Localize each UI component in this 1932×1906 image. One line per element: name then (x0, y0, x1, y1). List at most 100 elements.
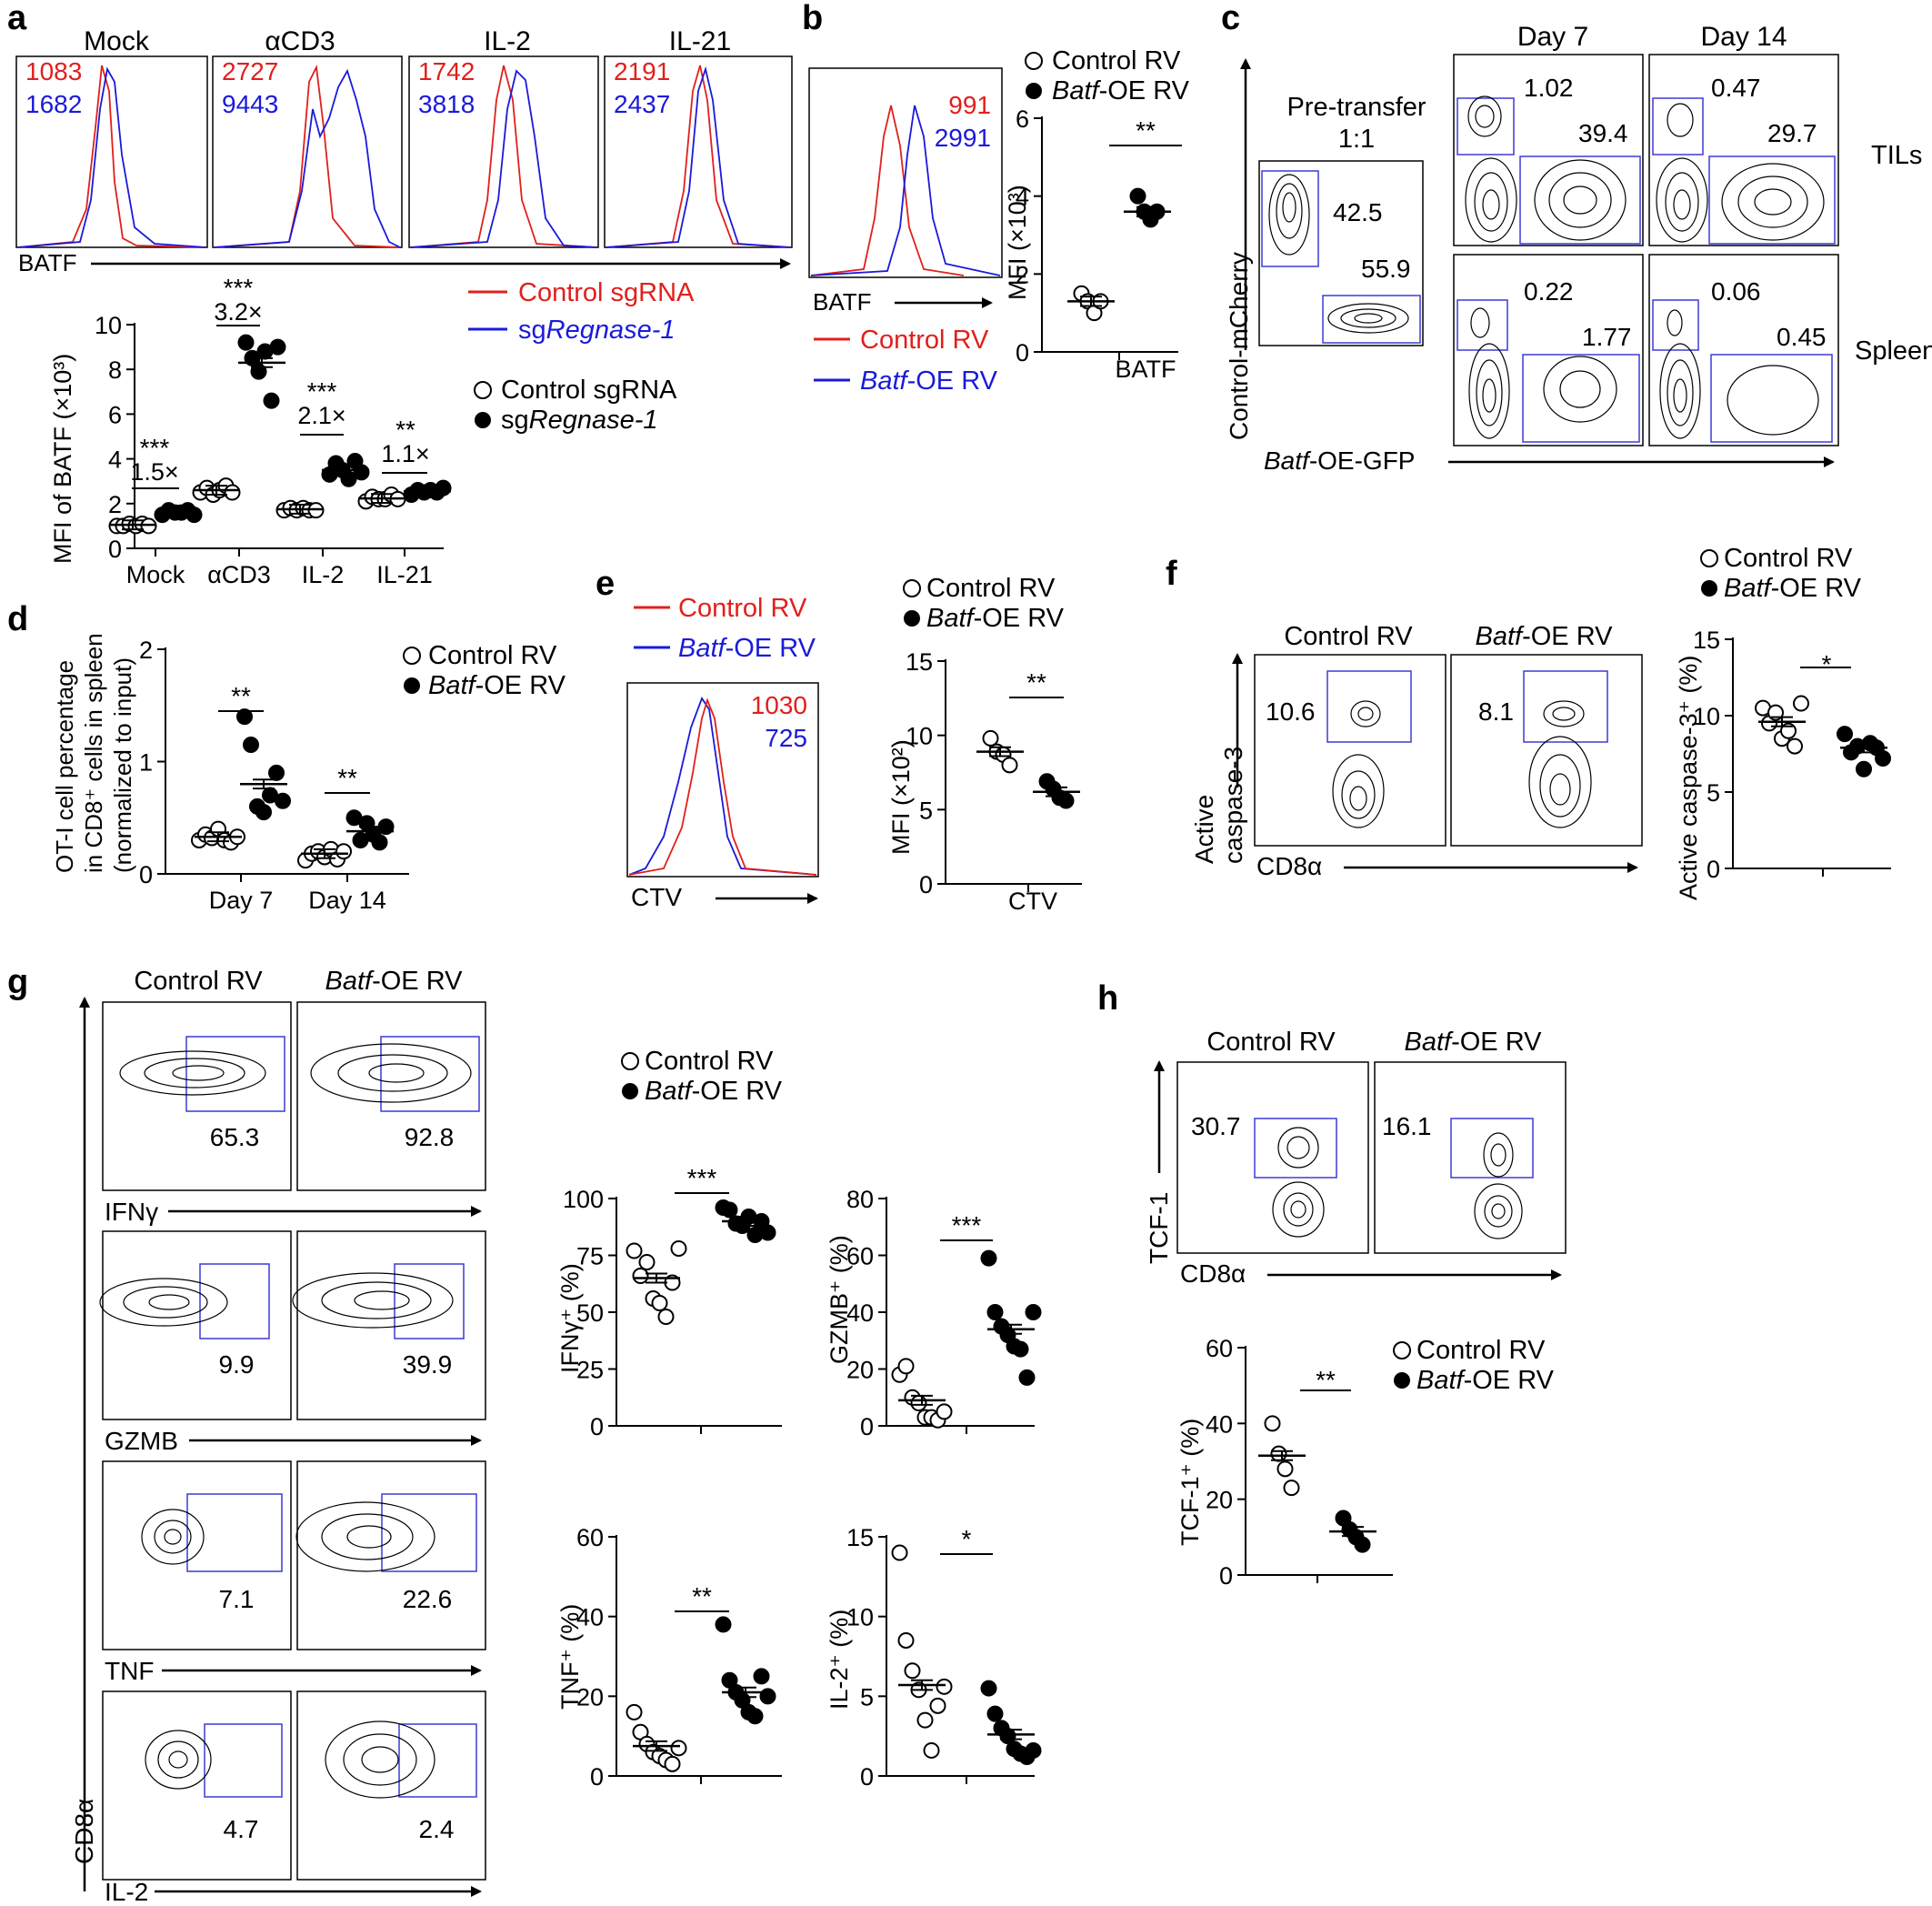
panel-h: h Control RV Batf-OE RV 30.7 16.1 TCF-1 … (1097, 979, 1567, 1395)
y-tick-label: 5 (1707, 779, 1720, 807)
y-tick-label: 0 (108, 536, 122, 563)
c-pct-spleen-d7-top: 0.22 (1524, 277, 1574, 306)
g-legend-dot-open (621, 1052, 639, 1070)
y-tick-label: 60 (1206, 1335, 1233, 1362)
g-x-label-gzmb: GZMB (105, 1427, 178, 1455)
x-axis-label: BATF (1116, 356, 1176, 383)
y-tick-label: 0 (1707, 856, 1720, 883)
g-sig-star-ifng: *** (687, 1164, 717, 1192)
y-tick-label: 10 (95, 312, 122, 339)
y-axis-label: IL-2⁺ (%) (826, 1610, 853, 1710)
y-tick-label: 2 (108, 491, 122, 518)
c-spleen-d7-contours (1468, 307, 1617, 439)
data-point-open (897, 1358, 915, 1375)
y-tick-label: 5 (860, 1683, 874, 1710)
legend-line-regnase-label: sgRegnase-1 (518, 316, 676, 345)
data-point-open (936, 1678, 953, 1695)
e-histo-red (628, 697, 817, 876)
mfi-red-il2: 1742 (418, 57, 475, 85)
h-pct-oe: 16.1 (1382, 1112, 1432, 1140)
histo-blue-mock (17, 66, 206, 248)
data-point-filled (1025, 1304, 1042, 1320)
y-axis-label: MFI (×10³) (1004, 185, 1031, 300)
y-tick-label: 5 (919, 797, 933, 824)
data-point-open (904, 1662, 921, 1680)
f-x-label: CD8α (1256, 852, 1322, 880)
mfi-blue-il2: 3818 (418, 90, 475, 118)
g-x-label-il2: IL-2 (105, 1878, 148, 1906)
d-ylabel-3: (normalized to input) (109, 657, 136, 873)
c-gate-spleen-d14-top (1652, 299, 1699, 351)
legend-line-control-label: Control sgRNA (518, 278, 695, 307)
y-axis-label: MFI (×10²) (887, 739, 915, 855)
g-gate-gzmb-oe (394, 1263, 465, 1339)
y-tick-label: 10 (1693, 703, 1720, 730)
f-legend-dot-open (1700, 549, 1718, 567)
panel-e: e Control RV Batf-OE RV 1030 725 CTV Con… (596, 565, 1065, 911)
g-x-label-tnf: TNF (105, 1657, 154, 1685)
x-tick-label: IL-2 (302, 561, 345, 588)
legend-dot-filled-label: sgRegnase-1 (501, 406, 658, 435)
f-legend-dot-filled (1701, 580, 1717, 597)
y-tick-label: 0 (860, 1413, 874, 1440)
data-point-filled (268, 764, 285, 781)
panel-f-letter: f (1166, 555, 1177, 593)
f-contours-oe (1528, 700, 1592, 828)
g-legend-dot-filled (622, 1083, 638, 1099)
y-tick-label: 0 (590, 1763, 604, 1791)
g-frame-gzmb-oe (296, 1230, 486, 1420)
sig-star-il2: *** (307, 377, 337, 406)
y-tick-label: 15 (846, 1524, 874, 1551)
data-point-filled (753, 1668, 770, 1685)
f-col-oe: Batf-OE RV (1476, 622, 1614, 651)
y-tick-label: 40 (846, 1299, 874, 1327)
g-frame-il2-control (102, 1690, 292, 1881)
y-tick-label: 20 (1206, 1487, 1233, 1514)
panel-f: f Control RV Batf-OE RV 10.6 8.1 Active … (1166, 544, 1862, 880)
d-sig-star-day14: ** (337, 764, 357, 792)
fold-mock: 1.5× (130, 458, 178, 486)
d-ylabel-1: OT-I cell percentage (51, 660, 78, 873)
f-pct-oe: 8.1 (1478, 697, 1514, 726)
b-legend-dot-open-label: Control RV (1052, 46, 1181, 75)
histo-title-il21: IL-21 (669, 26, 731, 56)
data-point-open (632, 1268, 649, 1284)
b-legend-dot-filled (1026, 83, 1042, 99)
b-mfi-blue: 2991 (935, 124, 991, 152)
data-point-open (1276, 1460, 1294, 1478)
g-frame-tnf-control (102, 1460, 292, 1650)
f-y-label-2: caspase-3 (1219, 747, 1247, 864)
g-y-label: CD8α (70, 1799, 98, 1864)
h-frame-oe (1374, 1061, 1567, 1254)
g-col-oe: Batf-OE RV (325, 967, 464, 996)
g-pct-il2-oe: 2.4 (419, 1815, 455, 1843)
f-contours-control (1332, 700, 1385, 828)
g-gate-tnf-oe (381, 1493, 477, 1572)
histo-title-il2: IL-2 (484, 26, 531, 56)
b-legend-dot-filled-label: Batf-OE RV (1052, 76, 1190, 105)
h-contours (1272, 1127, 1523, 1239)
data-point-open (1787, 737, 1803, 755)
data-point-open (1767, 704, 1784, 721)
f-sig-star: * (1822, 650, 1832, 678)
g-pct-gzmb-control: 9.9 (219, 1350, 255, 1379)
y-axis-label: TCF-1⁺ (%) (1176, 1419, 1204, 1546)
data-point-filled (1856, 760, 1872, 777)
legend-dot-open (474, 381, 492, 399)
data-point-filled (1354, 1536, 1371, 1553)
y-tick-label: 20 (576, 1683, 604, 1710)
mfi-blue-il21: 2437 (614, 90, 670, 118)
panel-d: d OT-I cell percentage in CD8⁺ cells in … (7, 600, 566, 873)
data-point-open (657, 1309, 675, 1325)
b-histo-frame (808, 67, 1003, 278)
y-tick-label: 0 (1219, 1562, 1233, 1590)
fold-acd3: 3.2× (214, 298, 262, 326)
d-legend-dot-open-label: Control RV (428, 641, 557, 670)
y-axis-label: IFNγ⁺ (%) (556, 1263, 584, 1373)
histo-frame-mock (15, 55, 208, 248)
f-frame-control (1254, 654, 1446, 847)
histo-blue-acd3 (214, 68, 401, 248)
h-legend-dot-open-label: Control RV (1416, 1336, 1546, 1365)
